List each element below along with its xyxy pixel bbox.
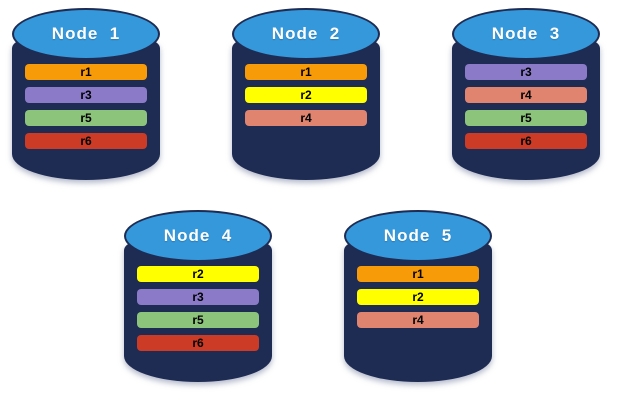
replica-bar-r1[interactable]: r1 bbox=[357, 266, 479, 282]
replica-bar-r5[interactable]: r5 bbox=[137, 312, 259, 328]
replica-list: r1 r3 r5 r6 bbox=[12, 64, 160, 149]
replica-bar-r4[interactable]: r4 bbox=[465, 87, 587, 103]
database-node-5[interactable]: Node 5 r1 r2 r4 bbox=[344, 210, 492, 392]
node-cylinder-top bbox=[452, 8, 600, 60]
replica-bar-r6[interactable]: r6 bbox=[465, 133, 587, 149]
database-node-4[interactable]: Node 4 r2 r3 r5 r6 bbox=[124, 210, 272, 392]
replica-bar-r3[interactable]: r3 bbox=[25, 87, 147, 103]
replica-bar-r5[interactable]: r5 bbox=[25, 110, 147, 126]
database-node-3[interactable]: Node 3 r3 r4 r5 r6 bbox=[452, 8, 600, 190]
node-label: Node 5 bbox=[383, 226, 453, 245]
replica-bar-r1[interactable]: r1 bbox=[245, 64, 367, 80]
node-label: Node 1 bbox=[51, 24, 121, 43]
replica-bar-r2[interactable]: r2 bbox=[137, 266, 259, 282]
replica-bar-r2[interactable]: r2 bbox=[357, 289, 479, 305]
replica-bar-r2[interactable]: r2 bbox=[245, 87, 367, 103]
replica-bar-r6[interactable]: r6 bbox=[137, 335, 259, 351]
node-cylinder-top bbox=[344, 210, 492, 262]
node-cylinder-top bbox=[124, 210, 272, 262]
replica-bar-r1[interactable]: r1 bbox=[25, 64, 147, 80]
replica-bar-r5[interactable]: r5 bbox=[465, 110, 587, 126]
replica-bar-r4[interactable]: r4 bbox=[245, 110, 367, 126]
node-label: Node 4 bbox=[163, 226, 233, 245]
database-node-1[interactable]: Node 1 r1 r3 r5 r6 bbox=[12, 8, 160, 190]
database-node-2[interactable]: Node 2 r1 r2 r4 bbox=[232, 8, 380, 190]
replica-list: r1 r2 r4 bbox=[344, 266, 492, 328]
replica-bar-r6[interactable]: r6 bbox=[25, 133, 147, 149]
replica-list: r2 r3 r5 r6 bbox=[124, 266, 272, 351]
replica-bar-r3[interactable]: r3 bbox=[465, 64, 587, 80]
replica-bar-r3[interactable]: r3 bbox=[137, 289, 259, 305]
replica-list: r1 r2 r4 bbox=[232, 64, 380, 126]
replica-bar-r4[interactable]: r4 bbox=[357, 312, 479, 328]
replica-list: r3 r4 r5 r6 bbox=[452, 64, 600, 149]
node-label: Node 3 bbox=[491, 24, 561, 43]
node-cylinder-top bbox=[232, 8, 380, 60]
node-label: Node 2 bbox=[271, 24, 341, 43]
node-cylinder-top bbox=[12, 8, 160, 60]
